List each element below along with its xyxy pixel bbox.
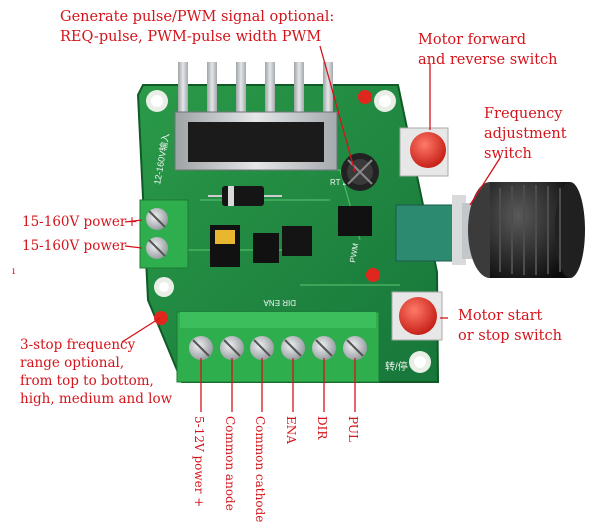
heatsink	[174, 62, 338, 171]
terminal-label-power: 5-12V power +	[192, 416, 206, 508]
diode	[208, 186, 282, 206]
svg-text:转/停: 转/停	[385, 360, 408, 373]
frequency-adjust-label-line2: adjustment	[484, 126, 567, 142]
stray-mark: ı	[12, 266, 16, 277]
terminal-screw-slot-5	[315, 339, 333, 357]
svg-text:DIR ENA: DIR ENA	[263, 298, 296, 307]
signal-terminal-block	[176, 311, 380, 383]
svg-text:RT 2K: RT 2K	[330, 178, 353, 187]
freq-range-label-1: 3-stop frequency	[20, 337, 136, 353]
terminal-screw-slot-6	[346, 339, 364, 357]
terminal-screw-slot-1	[192, 339, 210, 357]
terminal-screw-slot-4	[284, 339, 302, 357]
pwm-signal-label-line2: REQ-pulse, PWM-pulse width PWM	[60, 29, 322, 45]
motor-start-stop-label: Motor start	[458, 308, 543, 324]
pwm-signal-label: Generate pulse/PWM signal optional:	[60, 9, 335, 25]
power-minus-label: 15-160V power-	[22, 238, 131, 254]
freq-range-label-4: high, medium and low	[20, 391, 173, 407]
start-stop-button	[391, 291, 443, 341]
capacitor	[341, 153, 379, 191]
terminal-label-pul: PUL	[346, 416, 360, 442]
motor-direction-label-line2: and reverse switch	[418, 52, 558, 68]
motor-start-stop-label-line2: or stop switch	[458, 328, 562, 344]
frequency-knob	[468, 182, 585, 278]
terminal-screw-slot-2	[223, 339, 241, 357]
leader-lines	[121, 45, 501, 412]
frequency-adjust-label: Frequency	[484, 106, 563, 122]
jumper-header	[210, 206, 372, 267]
freq-range-label-2: range optional,	[20, 355, 125, 371]
forward-reverse-button	[399, 127, 449, 177]
power-plus-label: 15-160V power+	[22, 214, 138, 230]
terminal-label-ena: ENA	[284, 416, 298, 444]
freq-range-label-3: from top to bottom,	[20, 373, 154, 389]
frequency-adjust-label-line3: switch	[484, 146, 532, 162]
terminal-screw-slot-3	[253, 339, 271, 357]
ic-chip	[282, 226, 312, 256]
terminal-label-common-anode: Common anode	[223, 416, 237, 511]
motor-direction-label: Motor forward	[418, 32, 526, 48]
terminal-label-common-cathode: Common cathode	[253, 416, 267, 523]
terminal-label-dir: DIR	[315, 416, 329, 440]
power-terminal-block	[139, 199, 189, 269]
leds	[154, 90, 380, 325]
svg-text:PWM: PWM	[348, 242, 360, 263]
